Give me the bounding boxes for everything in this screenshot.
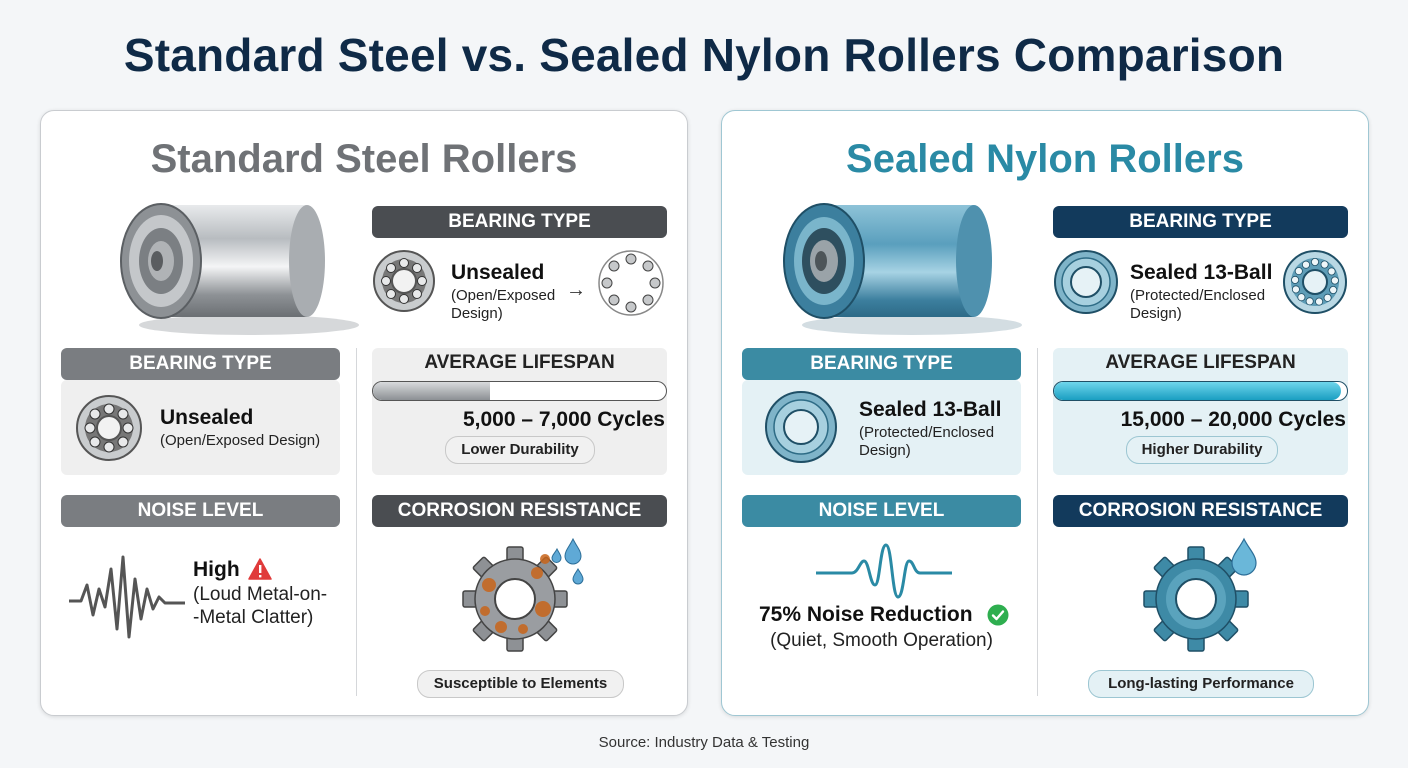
steel-noise-detail-2: -Metal Clatter) <box>193 607 314 628</box>
clean-gear-icon <box>1136 535 1266 652</box>
nylon-bearing-top-header: BEARING TYPE <box>1053 206 1348 238</box>
steel-bearing-card-value: Unsealed <box>160 406 254 429</box>
nylon-corrosion-header: CORROSION RESISTANCE <box>1053 495 1348 527</box>
page-title: Standard Steel vs. Sealed Nylon Rollers … <box>123 29 1285 81</box>
steel-corrosion-header: CORROSION RESISTANCE <box>372 495 667 527</box>
steel-bearing-top-detail-1: (Open/Exposed <box>451 287 556 304</box>
loose-balls-icon <box>597 249 665 317</box>
steel-lifespan-header: AVERAGE LIFESPAN <box>424 352 615 373</box>
sealed-bearing-icon <box>764 390 838 464</box>
nylon-corrosion-tag: Long-lasting Performance <box>1088 670 1314 698</box>
steel-bearing-card-header: BEARING TYPE <box>61 348 340 380</box>
steel-rollers-panel: Standard Steel Rollers BEARING <box>40 110 688 716</box>
sealed-bearing-icon <box>1053 249 1119 315</box>
steel-lifespan-progress <box>372 381 667 401</box>
nylon-bearing-top-value: Sealed 13-Ball <box>1130 261 1273 284</box>
steel-noise-header: NOISE LEVEL <box>61 495 340 527</box>
nylon-bearing-card-detail-1: (Protected/Enclosed <box>859 424 995 441</box>
arrow-icon: → <box>566 279 586 301</box>
steel-lifespan-value: 5,000 – 7,000 Cycles <box>462 408 665 431</box>
nylon-noise-header: NOISE LEVEL <box>742 495 1021 527</box>
nylon-panel-title: Sealed Nylon Rollers <box>846 137 1244 181</box>
steel-panel-title: Standard Steel Rollers <box>150 137 578 181</box>
open-bearing-icon <box>372 249 436 313</box>
column-divider <box>1037 348 1038 696</box>
ball-bearing-icon <box>1282 249 1348 315</box>
steel-bearing-top-detail-2: Design) <box>451 305 503 322</box>
rusty-gear-icon <box>457 535 587 652</box>
warning-icon <box>248 558 272 580</box>
steel-noise-value: High <box>193 558 240 581</box>
nylon-roller-illustration <box>772 199 1022 339</box>
steel-durability-tag: Lower Durability <box>445 436 595 464</box>
nylon-noise-value: 75% Noise Reduction <box>759 603 973 626</box>
steel-bearing-card-detail: (Open/Exposed Design) <box>160 432 321 449</box>
loud-waveform-icon <box>67 549 187 645</box>
column-divider <box>356 348 357 696</box>
nylon-lifespan-value: 15,000 – 20,000 Cycles <box>1120 408 1346 431</box>
nylon-lifespan-header: AVERAGE LIFESPAN <box>1105 352 1296 373</box>
nylon-durability-tag: Higher Durability <box>1126 436 1278 464</box>
steel-noise-detail-1: (Loud Metal-on- <box>193 584 328 605</box>
nylon-bearing-card-header: BEARING TYPE <box>742 348 1021 380</box>
nylon-bearing-card-value: Sealed 13-Ball <box>859 398 1002 421</box>
quiet-waveform-icon <box>814 541 954 601</box>
nylon-bearing-card-detail-2: Design) <box>859 442 911 459</box>
nylon-bearing-top-detail-1: (Protected/Enclosed <box>1130 287 1266 304</box>
steel-bearing-top-header: BEARING TYPE <box>372 206 667 238</box>
check-icon <box>987 604 1009 626</box>
steel-roller-illustration <box>109 199 359 339</box>
nylon-lifespan-progress-fill <box>1054 382 1342 400</box>
nylon-rollers-panel: Sealed Nylon Rollers BEARING TY <box>721 110 1369 716</box>
nylon-noise-detail: (Quiet, Smooth Operation) <box>770 630 993 651</box>
steel-corrosion-tag: Susceptible to Elements <box>417 670 624 698</box>
open-bearing-icon <box>75 394 143 462</box>
nylon-lifespan-progress <box>1053 381 1348 401</box>
steel-lifespan-progress-fill <box>373 382 491 400</box>
source-note: Source: Industry Data & Testing <box>598 734 810 751</box>
steel-bearing-top-value: Unsealed <box>451 261 545 284</box>
nylon-bearing-top-detail-2: Design) <box>1130 305 1182 322</box>
